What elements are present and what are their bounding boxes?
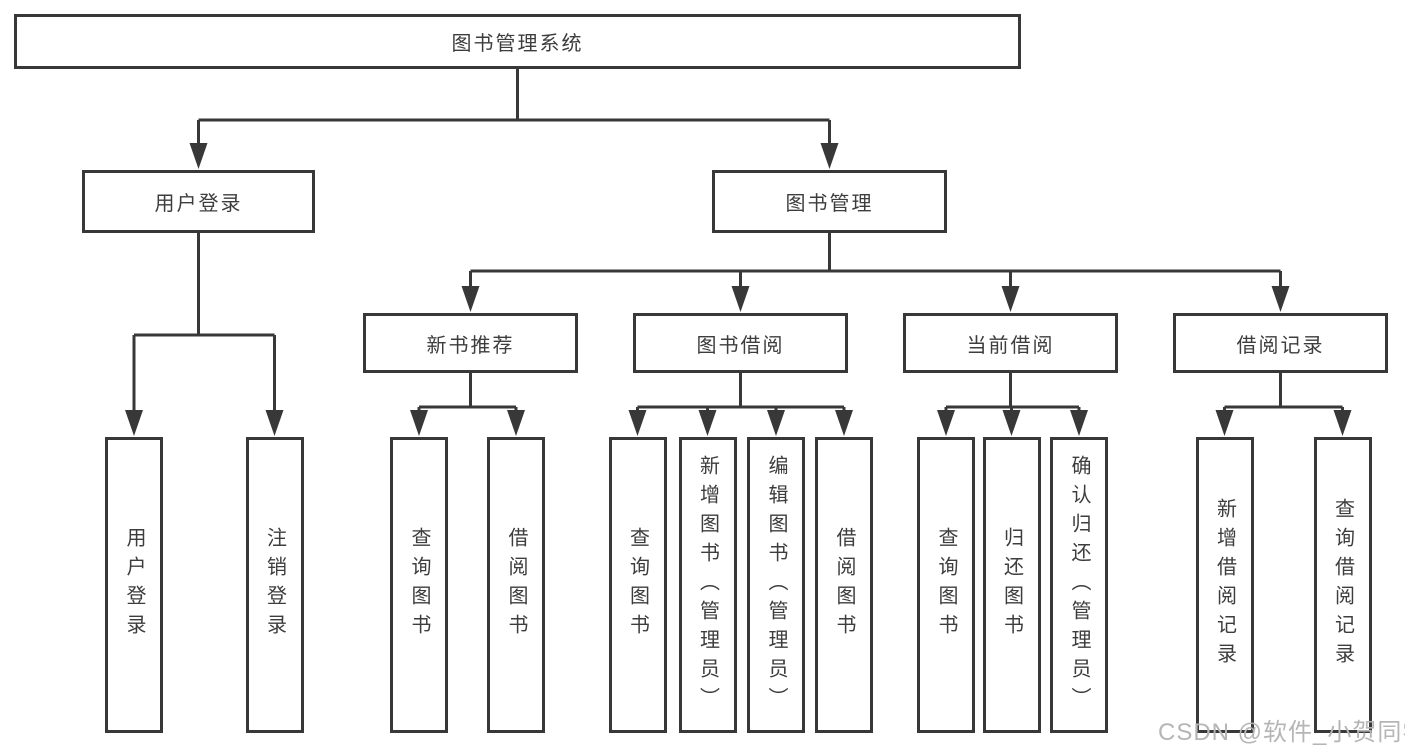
arrow-down-icon <box>1333 410 1352 436</box>
arrow-down-icon <box>1070 410 1088 436</box>
leaf-add-book-admin-label: 新增图书（管理员） <box>696 454 719 716</box>
leaf-recommend-query-book: 查询图书 <box>390 437 448 733</box>
node-book-borrow-label: 图书借阅 <box>696 334 785 357</box>
arrow-down-icon <box>820 143 839 169</box>
node-book-borrow: 图书借阅 <box>633 313 848 373</box>
leaf-user-login-action: 用户登录 <box>105 437 163 733</box>
leaf-logout-action-label: 注销登录 <box>263 527 286 643</box>
node-root: 图书管理系统 <box>14 14 1021 69</box>
leaf-recommend-query-book-label: 查询图书 <box>408 527 430 643</box>
arrow-down-icon <box>731 286 750 312</box>
leaf-current-query-book-label: 查询图书 <box>935 527 957 643</box>
leaf-recommend-borrow-book-label: 借阅图书 <box>505 527 527 643</box>
arrow-down-icon <box>189 143 208 169</box>
node-user-login: 用户登录 <box>82 170 315 233</box>
node-book-management-label: 图书管理 <box>785 193 874 215</box>
leaf-logout-action: 注销登录 <box>245 437 304 733</box>
leaf-add-book-admin: 新增图书（管理员） <box>678 437 737 733</box>
leaf-query-borrow-record: 查询借阅记录 <box>1313 437 1372 733</box>
leaf-edit-book-admin-label: 编辑图书（管理员） <box>765 454 787 716</box>
arrow-down-icon <box>698 410 717 436</box>
leaf-confirm-return-admin-label: 确认归还（管理员） <box>1068 454 1090 716</box>
arrow-down-icon <box>1215 410 1234 436</box>
leaf-add-borrow-record-label: 新增借阅记录 <box>1213 498 1236 672</box>
leaf-query-borrow-record-label: 查询借阅记录 <box>1331 498 1354 672</box>
node-new-book-recommend: 新书推荐 <box>363 313 578 373</box>
node-borrow-records-label: 借阅记录 <box>1236 334 1325 357</box>
arrow-down-icon <box>410 410 428 436</box>
leaf-add-borrow-record: 新增借阅记录 <box>1195 437 1254 733</box>
node-root-label: 图书管理系统 <box>451 33 584 55</box>
arrowhead-icons <box>125 143 1352 436</box>
leaf-return-book-label: 归还图书 <box>1000 527 1023 643</box>
leaf-borrow-book-action: 借阅图书 <box>815 437 873 733</box>
leaf-borrow-book-action-label: 借阅图书 <box>833 527 855 643</box>
csdn-watermark: CSDN @软件_小贺同学 <box>1158 719 1405 746</box>
node-book-management: 图书管理 <box>712 170 947 233</box>
arrow-down-icon <box>125 410 143 436</box>
node-current-borrow: 当前借阅 <box>903 313 1118 373</box>
arrow-down-icon <box>461 286 480 312</box>
arrow-down-icon <box>767 410 785 436</box>
leaf-current-query-book: 查询图书 <box>917 437 975 733</box>
connector-paths <box>132 69 1344 414</box>
arrow-down-icon <box>628 410 647 436</box>
arrow-down-icon <box>937 410 955 436</box>
leaf-return-book: 归还图书 <box>982 437 1041 733</box>
leaf-confirm-return-admin: 确认归还（管理员） <box>1050 437 1108 733</box>
node-borrow-records: 借阅记录 <box>1173 313 1388 373</box>
node-new-book-recommend-label: 新书推荐 <box>426 334 515 357</box>
arrow-down-icon <box>1002 410 1021 436</box>
arrow-down-icon <box>265 410 284 436</box>
leaf-borrow-query-book: 查询图书 <box>608 437 667 733</box>
node-current-borrow-label: 当前借阅 <box>966 334 1055 357</box>
arrow-down-icon <box>507 410 525 436</box>
node-user-login-label: 用户登录 <box>154 193 243 215</box>
leaf-borrow-query-book-label: 查询图书 <box>626 527 649 643</box>
leaf-edit-book-admin: 编辑图书（管理员） <box>747 437 805 733</box>
leaf-user-login-action-label: 用户登录 <box>123 527 145 643</box>
arrow-down-icon <box>1271 286 1290 312</box>
arrow-down-icon <box>835 410 853 436</box>
leaf-recommend-borrow-book: 借阅图书 <box>487 437 545 733</box>
arrow-down-icon <box>1001 286 1020 312</box>
